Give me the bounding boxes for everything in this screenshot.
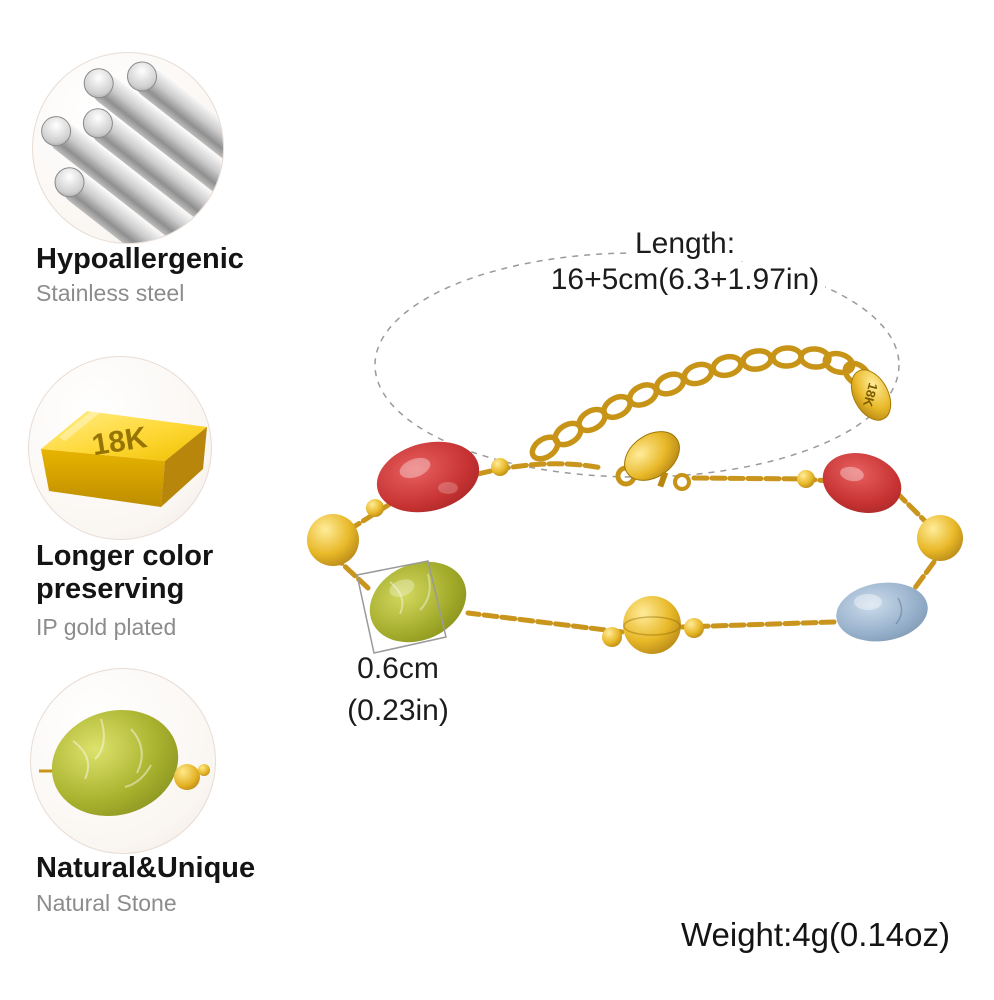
- bracelet-illustration: 18K: [307, 252, 963, 654]
- bracelet-photo: 18K: [250, 230, 994, 770]
- size-tag: 18K: [850, 369, 892, 421]
- callout-subtitle-natural-unique: Natural Stone: [36, 890, 177, 916]
- red-stone-left: [376, 441, 480, 513]
- steel-rods-icon: [41, 61, 223, 243]
- stone-size-value-inches: (0.23in): [347, 694, 449, 727]
- gold-bead-right: [917, 515, 963, 561]
- green-stone-icon: [39, 709, 210, 817]
- callout-title-color-preserving: Longer color preserving: [36, 540, 214, 606]
- red-stone-right: [822, 453, 902, 513]
- tag-label: 18K: [860, 381, 881, 409]
- callout-subtitle-hypoallergenic: Stainless steel: [36, 280, 185, 306]
- callout-circle-natural-unique: [30, 668, 216, 854]
- callout-subtitle-color-preserving: IP gold plated: [36, 614, 177, 640]
- length-label: Length:: [628, 226, 742, 262]
- gold-bar-icon: 18K: [41, 405, 207, 507]
- blue-stone: [836, 582, 928, 642]
- center-gold-ball: [623, 596, 681, 654]
- length-annotation: Length: 16+5cm(6.3+1.97in): [450, 226, 920, 298]
- stone-size-value: 0.6cm: [357, 652, 439, 685]
- stone-size-bracket: [356, 560, 447, 654]
- callout-circle-color-preserving: 18K: [28, 356, 212, 540]
- length-value: 16+5cm(6.3+1.97in): [544, 262, 826, 298]
- weight-annotation: Weight:4g(0.14oz): [680, 916, 950, 953]
- callout-title-natural-unique: Natural&Unique: [36, 852, 256, 884]
- gold-bead-left: [307, 514, 359, 566]
- small-gold-beads: [366, 458, 815, 647]
- extension-chain: [529, 345, 872, 462]
- callout-title-hypoallergenic: Hypoallergenic: [36, 243, 244, 275]
- stone-size-annotation: 0.6cm (0.23in): [310, 648, 486, 732]
- lobster-clasp: [615, 431, 691, 491]
- callout-circle-hypoallergenic: [32, 52, 224, 244]
